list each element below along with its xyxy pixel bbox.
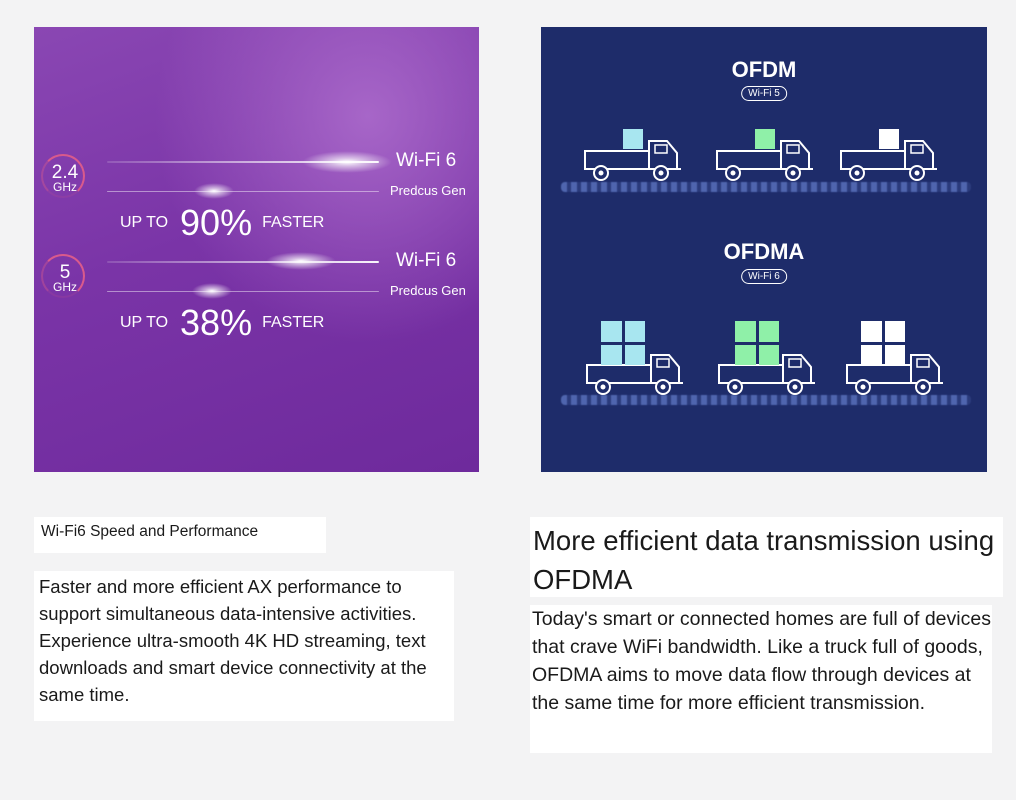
previous-gen-label: Predcus Gen — [390, 183, 466, 198]
faster-label: FASTER — [262, 214, 325, 231]
ofdma-title: OFDMA — [723, 239, 805, 264]
previous-gen-speed-beam — [107, 291, 379, 292]
wifi6-label: Wi-Fi 6 — [396, 150, 457, 171]
data-packet — [735, 321, 756, 342]
previous-gen-beam-glow — [192, 283, 232, 299]
frequency-unit: GHz — [53, 280, 77, 294]
data-packet-group — [601, 321, 645, 365]
data-packet — [884, 321, 905, 342]
band-5ghz: 5 GHz Wi-Fi 6 Predcus Gen UP TO 38% FASTER — [34, 247, 479, 347]
data-packet — [755, 129, 775, 149]
faster-label: FASTER — [262, 314, 325, 331]
wifi6-speed-graphic: 2.4 GHz Wi-Fi 6 Predcus Gen UP TO 90% FAST… — [34, 27, 479, 472]
wifi6-beam-glow — [266, 252, 336, 270]
truck-icon — [716, 140, 813, 181]
up-to-label: UP TO — [120, 214, 169, 231]
wifi6-speed-beam — [107, 261, 379, 263]
ofdm-vs-ofdma-graphic: OFDM Wi-Fi 5 — [541, 27, 987, 472]
data-packet-group — [735, 321, 779, 365]
wifi6-beam-glow — [302, 151, 392, 173]
data-packet-group — [861, 321, 905, 365]
previous-gen-label: Predcus Gen — [390, 283, 466, 298]
up-to-label: UP TO — [120, 314, 169, 331]
frequency-badge: 5 GHz — [41, 254, 85, 298]
truck-icon — [584, 140, 681, 181]
truck-icon — [586, 354, 683, 395]
wifi6-label: Wi-Fi 6 — [396, 250, 457, 271]
previous-gen-speed-beam — [107, 191, 379, 192]
speed-section-description: Faster and more efficient AX performance… — [34, 571, 454, 721]
speed-percent: 38% — [180, 302, 253, 343]
data-packet — [623, 129, 643, 149]
speed-improvement: UP TO 38% FASTER — [120, 302, 324, 344]
ofdm-truck — [837, 127, 941, 187]
data-packet — [601, 321, 622, 342]
data-packet — [884, 344, 905, 365]
truck-icon — [840, 140, 937, 181]
ofdm-road — [561, 182, 971, 192]
wifi6-speed-beam — [107, 161, 379, 163]
ofdma-road — [561, 395, 971, 405]
data-packet — [624, 344, 645, 365]
ofdm-title: OFDM — [731, 57, 797, 82]
ofdm-truck — [581, 127, 685, 187]
data-packet — [624, 321, 645, 342]
ofdma-wifi6-badge: Wi-Fi 6 — [741, 269, 787, 284]
speed-section-heading: Wi-Fi6 Speed and Performance — [34, 517, 326, 553]
band-2-4ghz: 2.4 GHz Wi-Fi 6 Predcus Gen UP TO 90% FAST… — [34, 147, 479, 247]
ofdma-section-description: Today's smart or connected homes are ful… — [530, 605, 992, 753]
data-packet — [601, 344, 622, 365]
ofdm-wifi5-badge: Wi-Fi 5 — [741, 86, 787, 101]
ofdma-truck — [843, 321, 947, 401]
speed-percent: 90% — [180, 202, 253, 243]
truck-icon — [718, 354, 815, 395]
data-packet — [861, 344, 882, 365]
truck-icon — [846, 354, 943, 395]
frequency-value: 5 — [59, 262, 71, 283]
data-packet — [758, 344, 779, 365]
ofdm-truck — [713, 127, 817, 187]
data-packet — [861, 321, 882, 342]
data-packet — [758, 321, 779, 342]
data-packet — [735, 344, 756, 365]
ofdma-truck — [715, 321, 819, 401]
speed-improvement: UP TO 90% FASTER — [120, 202, 324, 244]
frequency-unit: GHz — [53, 180, 77, 194]
previous-gen-beam-glow — [194, 183, 234, 199]
frequency-value: 2.4 — [51, 162, 79, 183]
ofdma-truck — [583, 321, 687, 401]
frequency-badge: 2.4 GHz — [41, 154, 85, 198]
ofdma-section-heading: More efficient data transmission using O… — [530, 517, 1003, 597]
data-packet — [879, 129, 899, 149]
